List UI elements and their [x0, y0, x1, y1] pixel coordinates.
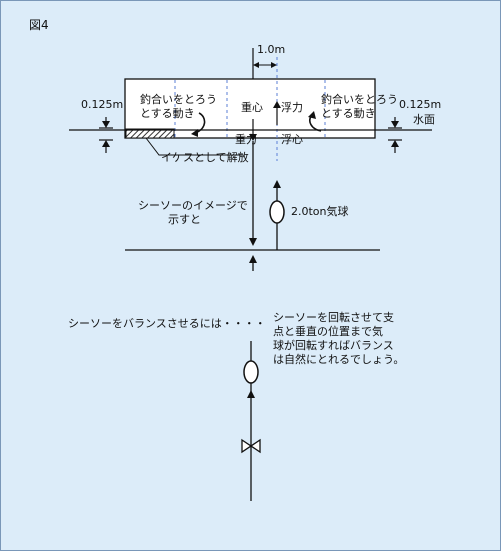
- right-depth-arrow-up: [391, 140, 399, 147]
- seesaw-image-label: シーソーのイメージで 示すと: [138, 199, 248, 226]
- dimension-arrowhead-left: [253, 62, 259, 68]
- left-depth-arrow-down: [102, 121, 110, 128]
- hatched-area: [125, 128, 175, 139]
- left-depth-arrow-up: [102, 140, 110, 147]
- rotated-balloon-arrowhead: [247, 390, 255, 398]
- floating-body: [124, 78, 376, 139]
- left-rotation-arrowhead: [191, 129, 198, 137]
- balance-answer: シーソーを回転させて支 点と垂直の位置まで気 球が回転すればバランス は自然にと…: [273, 311, 405, 366]
- gap-dimension-label: 1.0m: [257, 43, 286, 56]
- right-rotation-arrowhead: [308, 111, 316, 119]
- balloon-lower: [243, 360, 259, 384]
- callout-leader: [145, 137, 243, 156]
- balloon-up-arrowhead: [273, 180, 281, 188]
- balloon-upper: [269, 200, 285, 224]
- figure-label: 図4: [29, 18, 49, 32]
- right-depth-arrow-down: [391, 121, 399, 128]
- gravity-label: 重力: [235, 133, 257, 146]
- water-surface-label: 水面: [413, 113, 435, 126]
- dashed-guides: [174, 57, 326, 161]
- gravity-line-arrowhead: [249, 238, 257, 246]
- hatched-callout-label: イケスとして解放: [161, 151, 249, 164]
- right-depth-label: 0.125m: [399, 98, 442, 111]
- left-depth-label: 0.125m: [81, 98, 124, 111]
- left-moment-label: 釣合いをとろう とする動き: [140, 93, 217, 120]
- buoyancy-label: 浮力: [281, 101, 303, 114]
- right-moment-label: 釣合いをとろう とする動き: [321, 93, 398, 120]
- gravity-arrowhead: [249, 134, 257, 141]
- balance-question: シーソーをバランスさせるには・・・・: [68, 317, 266, 330]
- pivot-symbol: [241, 438, 261, 454]
- balloon-label: 2.0ton気球: [291, 205, 349, 218]
- center-of-buoyancy-label: 浮心: [281, 133, 303, 146]
- dimension-arrowhead-right: [271, 62, 277, 68]
- center-of-gravity-label: 重心: [241, 101, 263, 114]
- fulcrum-arrowhead: [249, 255, 257, 263]
- buoyancy-arrowhead: [273, 101, 281, 108]
